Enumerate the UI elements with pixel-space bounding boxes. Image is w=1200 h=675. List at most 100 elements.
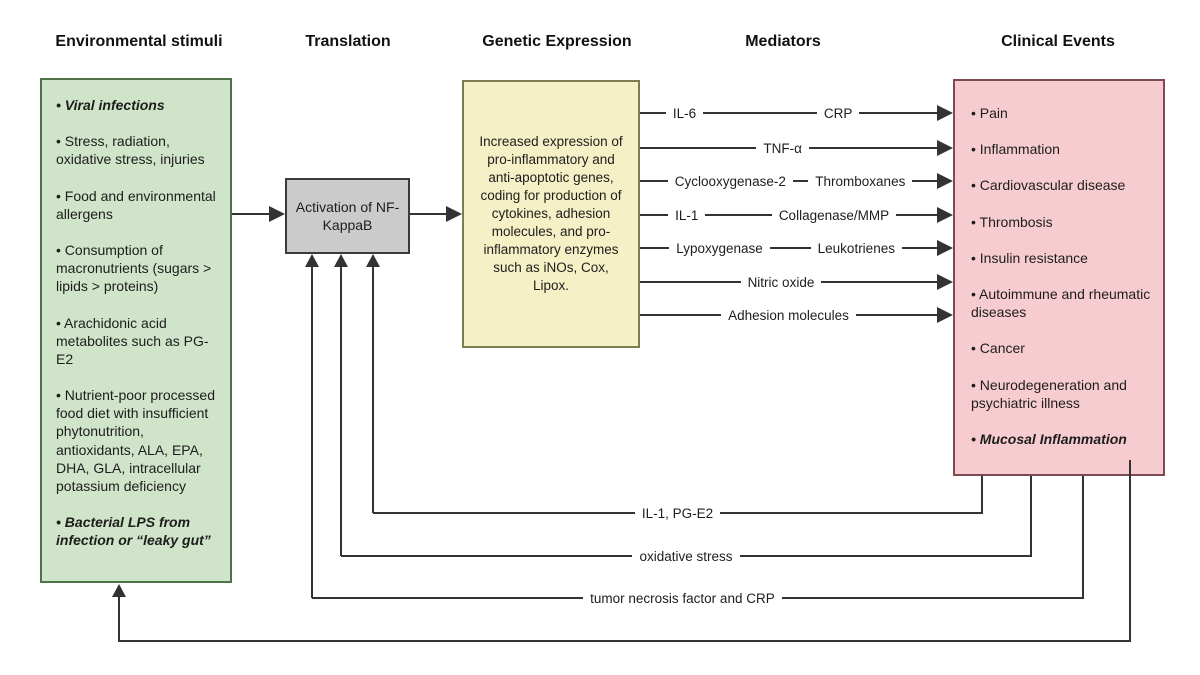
feedback-loop-il1-pge2: IL-1, PG-E2: [373, 503, 982, 523]
feedback-loop-tnf-crp: tumor necrosis factor and CRP: [312, 588, 1083, 608]
list-item: • Inflammation: [971, 141, 1060, 158]
list-item: • Autoimmune and rheumatic diseases: [971, 285, 1151, 321]
environmental-stimuli-box: • Viral infections • Stress, radiation, …: [40, 78, 232, 583]
feedback-label: tumor necrosis factor and CRP: [590, 590, 775, 606]
list-item: • Nutrient-poor processed food diet with…: [56, 387, 215, 494]
mediator-row-nitric-oxide: Nitric oxide: [640, 272, 953, 292]
genetic-expression-box: Increased expression of pro-inflammatory…: [462, 80, 640, 348]
line-segment: [410, 213, 446, 215]
list-item: • Stress, radiation, oxidative stress, i…: [56, 133, 205, 168]
line-segment: [640, 147, 757, 149]
line-segment: [703, 112, 817, 114]
line-segment: [739, 555, 1032, 557]
line-segment: [640, 281, 741, 283]
line-segment: [781, 597, 1083, 599]
line-segment: [792, 180, 809, 182]
feedback-riser-line: [311, 266, 313, 598]
line-segment: [640, 214, 669, 216]
arrowhead-up-icon: [305, 254, 319, 267]
mediator-label: CRP: [823, 105, 853, 121]
feedback-loop-to-environment-line: [119, 640, 1131, 642]
line-segment: [769, 247, 811, 249]
mediator-label: Cyclooxygenase-2: [674, 173, 786, 189]
list-item: • Consumption of macronutrients (sugars …: [56, 241, 212, 295]
mediator-label: Leukotrienes: [817, 240, 895, 256]
list-item: • Viral infections: [56, 97, 165, 113]
mediator-label: Collagenase/MMP: [778, 207, 890, 223]
mediator-label: Adhesion molecules: [728, 307, 849, 323]
clinical-events-box: • Pain • Inflammation • Cardiovascular d…: [953, 79, 1165, 476]
header-environmental-stimuli: Environmental stimuli: [55, 33, 223, 50]
line-segment: [808, 147, 937, 149]
mediator-label: IL-6: [672, 105, 697, 121]
mediator-row-tnf-alpha: TNF-α: [640, 138, 953, 158]
mediator-row-il1: IL-1 Collagenase/MMP: [640, 205, 953, 225]
feedback-riser-line: [372, 266, 374, 513]
line-segment: [912, 180, 938, 182]
mediator-label: Thromboxanes: [815, 173, 906, 189]
list-item: • Cardiovascular disease: [971, 177, 1126, 194]
list-item: • Cancer: [971, 340, 1025, 357]
arrowhead-right-icon: [937, 307, 954, 323]
mediator-row-adhesion-molecules: Adhesion molecules: [640, 305, 954, 325]
line-segment: [855, 314, 938, 316]
mediator-row-il6-crp: IL-6 CRP: [640, 103, 953, 123]
list-item: • Food and environmental allergens: [56, 187, 216, 222]
nf-kappab-activation-label: Activation of NF-KappaB: [295, 198, 400, 233]
arrowhead-up-icon: [334, 254, 348, 267]
arrowhead-right-icon: [937, 207, 953, 223]
list-item: • Mucosal Inflammation: [971, 430, 1127, 447]
arrowhead-right-icon: [937, 105, 953, 121]
arrowhead-right-icon: [269, 206, 285, 222]
line-segment: [901, 247, 937, 249]
arrowhead-up-icon: [366, 254, 380, 267]
line-segment: [640, 314, 722, 316]
header-genetic-expression: Genetic Expression: [482, 33, 632, 50]
feedback-label: IL-1, PG-E2: [641, 505, 714, 521]
line-segment: [640, 247, 670, 249]
arrowhead-right-icon: [937, 173, 954, 189]
list-item: • Neurodegeneration and psychiatric illn…: [971, 376, 1127, 411]
mediator-label: Lypoxygenase: [676, 240, 763, 256]
line-segment: [232, 213, 269, 215]
list-item: • Insulin resistance: [971, 249, 1088, 266]
arrow-activation-to-genetic: [410, 206, 462, 222]
header-clinical-events: Clinical Events: [1001, 33, 1115, 50]
arrowhead-right-icon: [937, 274, 953, 290]
feedback-riser-line: [118, 596, 120, 642]
line-segment: [312, 597, 584, 599]
line-segment: [341, 555, 633, 557]
feedback-drop-line: [1129, 460, 1131, 642]
nf-kappab-activation-box: Activation of NF-KappaB: [285, 178, 410, 254]
line-segment: [373, 512, 635, 514]
line-segment: [720, 512, 982, 514]
mediator-label: IL-1: [675, 207, 699, 223]
header-translation: Translation: [305, 33, 391, 50]
line-segment: [821, 281, 937, 283]
list-item: • Pain: [971, 105, 1008, 121]
line-segment: [705, 214, 772, 216]
feedback-drop-line: [1030, 476, 1032, 557]
list-item: • Arachidonic acid metabolites such as P…: [56, 314, 209, 367]
line-segment: [859, 112, 937, 114]
mediator-label: Nitric oxide: [747, 274, 815, 290]
arrowhead-right-icon: [446, 206, 462, 222]
feedback-drop-line: [981, 476, 983, 514]
arrowhead-right-icon: [937, 140, 953, 156]
feedback-riser-line: [340, 266, 342, 556]
mediator-label: TNF-α: [763, 140, 802, 156]
arrowhead-up-icon: [112, 584, 126, 597]
header-mediators: Mediators: [745, 33, 821, 50]
arrowhead-right-icon: [937, 240, 953, 256]
feedback-label: oxidative stress: [639, 548, 733, 564]
line-segment: [640, 180, 668, 182]
arrow-environmental-to-activation: [232, 206, 285, 222]
line-segment: [640, 112, 666, 114]
feedback-loop-oxidative-stress: oxidative stress: [341, 546, 1032, 566]
mediator-row-cyclooxygenase: Cyclooxygenase-2 Thromboxanes: [640, 171, 954, 191]
genetic-expression-text: Increased expression of pro-inflammatory…: [479, 134, 623, 293]
feedback-drop-line: [1082, 476, 1084, 599]
list-item: • Bacterial LPS from infection or “leaky…: [56, 514, 211, 549]
list-item: • Thrombosis: [971, 213, 1053, 230]
